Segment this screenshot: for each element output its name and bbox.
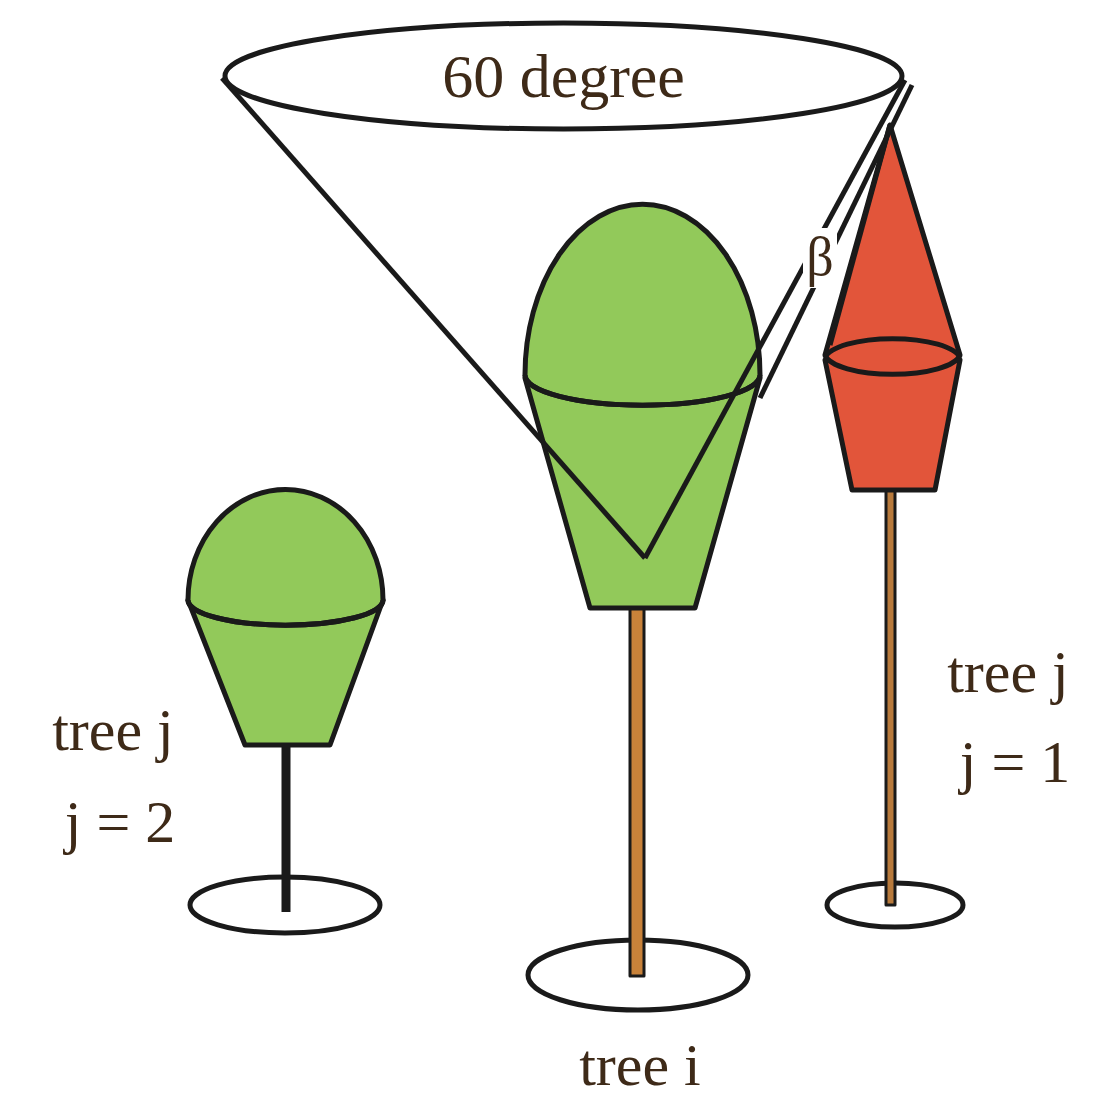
trunk [886,490,895,905]
cone-edge [222,78,645,558]
crown-upper [825,125,960,374]
tree-index: j = 1 [960,729,1071,795]
crown-lower [825,360,960,490]
crown-band [825,339,960,358]
cone-top-ellipse: 60 degree [222,20,905,132]
angle-line [760,85,912,398]
trunk [282,740,291,912]
crown-upper [525,204,760,405]
tree-label: tree j [52,697,174,763]
cone-edge [645,80,905,558]
tree-index: j = 2 [65,789,176,855]
crown-band [525,375,760,405]
tree-label: tree i [579,1032,701,1098]
angle-label: 60 degree [442,42,685,110]
angle-symbol: β [803,228,836,287]
crown-upper [188,489,383,625]
crown-band [188,600,383,625]
trunk [630,600,644,976]
tree-label: tree j [947,639,1069,705]
angle-line [830,125,890,345]
